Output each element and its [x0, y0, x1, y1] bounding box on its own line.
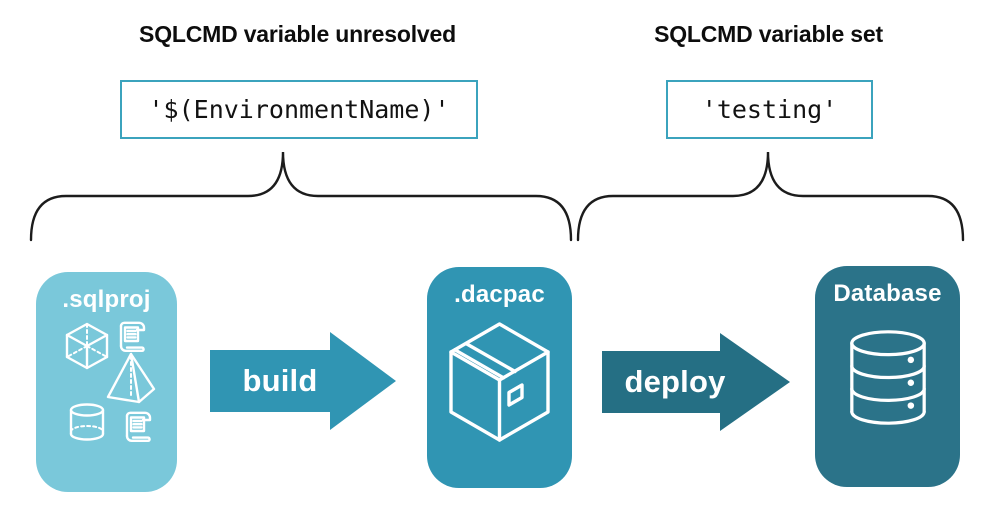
right-heading: SQLCMD variable set [654, 21, 883, 47]
deploy-arrow-label: deploy [624, 364, 726, 399]
sql-script-icon [125, 411, 152, 442]
node-database: Database [815, 266, 960, 487]
unresolved-variable-box: '$(EnvironmentName)' [120, 80, 478, 139]
node-sqlproj: .sqlproj [36, 272, 177, 492]
build-arrow-label: build [242, 363, 318, 398]
deploy-arrow-shape [602, 333, 790, 431]
deploy-arrow: deploy [602, 333, 790, 431]
cylinder-icon [69, 403, 105, 441]
database-icon [850, 330, 926, 425]
build-arrow-polygon [210, 332, 396, 430]
database-label: Database [833, 280, 942, 307]
left-brace [29, 151, 573, 242]
set-variable-box: 'testing' [666, 80, 873, 139]
set-variable-code: 'testing' [701, 95, 838, 124]
left-heading: SQLCMD variable unresolved [139, 21, 456, 47]
build-arrow-shape [210, 332, 396, 430]
dacpac-label: .dacpac [454, 281, 545, 308]
braces-graphic [29, 151, 965, 242]
sqlproj-label: .sqlproj [62, 286, 151, 313]
sql-script-icon [119, 321, 146, 352]
deploy-arrow-polygon [602, 333, 790, 431]
cube-icon [65, 322, 109, 370]
unresolved-variable-code: '$(EnvironmentName)' [148, 95, 450, 124]
sql-objects-icons [65, 321, 156, 442]
build-arrow: build [210, 332, 396, 430]
node-dacpac: .dacpac [427, 267, 572, 488]
right-brace [576, 151, 965, 242]
pyramid-icon [106, 352, 156, 404]
package-icon [449, 322, 550, 442]
